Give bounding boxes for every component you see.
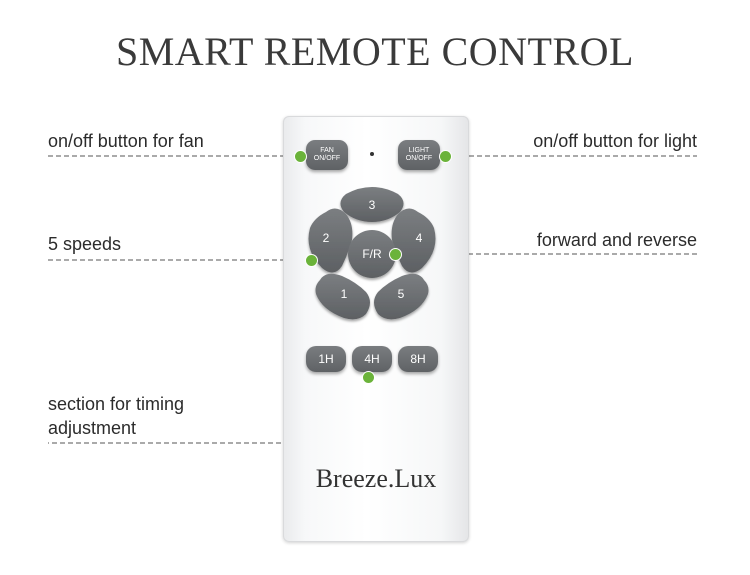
speed-2-button[interactable] — [308, 208, 353, 273]
timer-1h-button[interactable]: 1H — [306, 346, 346, 372]
reverse-indicator-dot — [390, 249, 401, 260]
speeds-annotation: 5 speeds — [48, 234, 122, 254]
indicator-led — [370, 152, 374, 156]
timer-4h-button[interactable]: 4H — [352, 346, 392, 372]
fan-annotation: on/off button for fan — [48, 131, 204, 151]
brand-logo: Breeze.Lux — [315, 464, 437, 493]
timing-annotation-line1: section for timing — [48, 394, 185, 414]
speed-1-button[interactable] — [315, 273, 371, 320]
page-title: SMART REMOTE CONTROL — [115, 29, 634, 74]
speed-5-button[interactable] — [374, 273, 429, 320]
fan-button-label-line2: ON/OFF — [313, 155, 341, 162]
light-button-label-line2: ON/OFF — [405, 155, 433, 162]
speed-4-button[interactable] — [391, 208, 436, 273]
speed-cluster: 3 2 4 1 5 F/R — [308, 187, 436, 320]
light-annotation: on/off button for light — [533, 131, 697, 151]
speed-2-label: 2 — [323, 231, 330, 245]
reverse-annotation: forward and reverse — [536, 230, 697, 250]
remote-body — [283, 116, 469, 542]
speed-5-label: 5 — [398, 287, 405, 301]
fan-indicator-dot — [295, 151, 306, 162]
fr-label: F/R — [362, 247, 382, 261]
fan-onoff-button[interactable]: FAN ON/OFF — [306, 140, 348, 170]
timing-indicator-dot — [363, 372, 374, 383]
speeds-indicator-dot — [306, 255, 317, 266]
light-onoff-button[interactable]: LIGHT ON/OFF — [398, 140, 440, 170]
timer-8h-button[interactable]: 8H — [398, 346, 438, 372]
timing-annotation-line2: adjustment — [48, 418, 137, 438]
fan-button-label-line1: FAN — [320, 147, 334, 154]
speed-4-label: 4 — [416, 231, 423, 245]
light-button-label-line1: LIGHT — [408, 147, 430, 154]
light-indicator-dot — [440, 151, 451, 162]
speed-3-label: 3 — [369, 198, 376, 212]
speed-3-button[interactable] — [340, 187, 404, 222]
fr-button[interactable] — [348, 230, 396, 278]
speed-1-label: 1 — [341, 287, 348, 301]
